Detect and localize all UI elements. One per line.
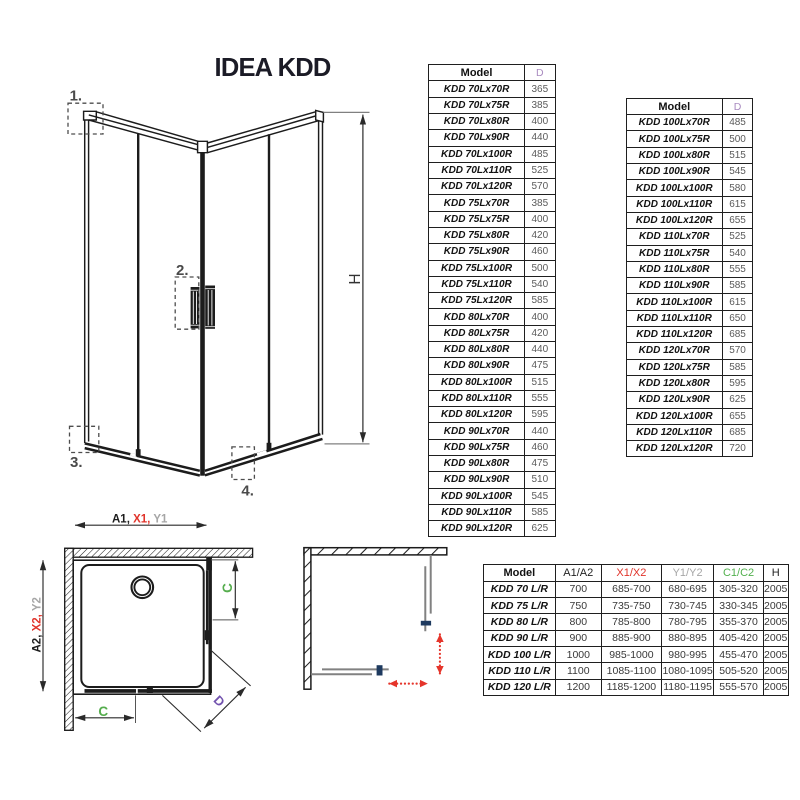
svg-text:1.: 1. bbox=[70, 87, 83, 104]
svg-text:A2, X2, Y2: A2, X2, Y2 bbox=[32, 597, 44, 652]
svg-text:4.: 4. bbox=[241, 482, 254, 499]
svg-text:C: C bbox=[98, 704, 108, 719]
svg-text:C: C bbox=[220, 583, 235, 593]
svg-text:2.: 2. bbox=[176, 262, 189, 279]
svg-text:H: H bbox=[347, 273, 364, 284]
svg-text:3.: 3. bbox=[70, 454, 83, 471]
svg-text:A1, X1, Y1: A1, X1, Y1 bbox=[112, 514, 168, 526]
